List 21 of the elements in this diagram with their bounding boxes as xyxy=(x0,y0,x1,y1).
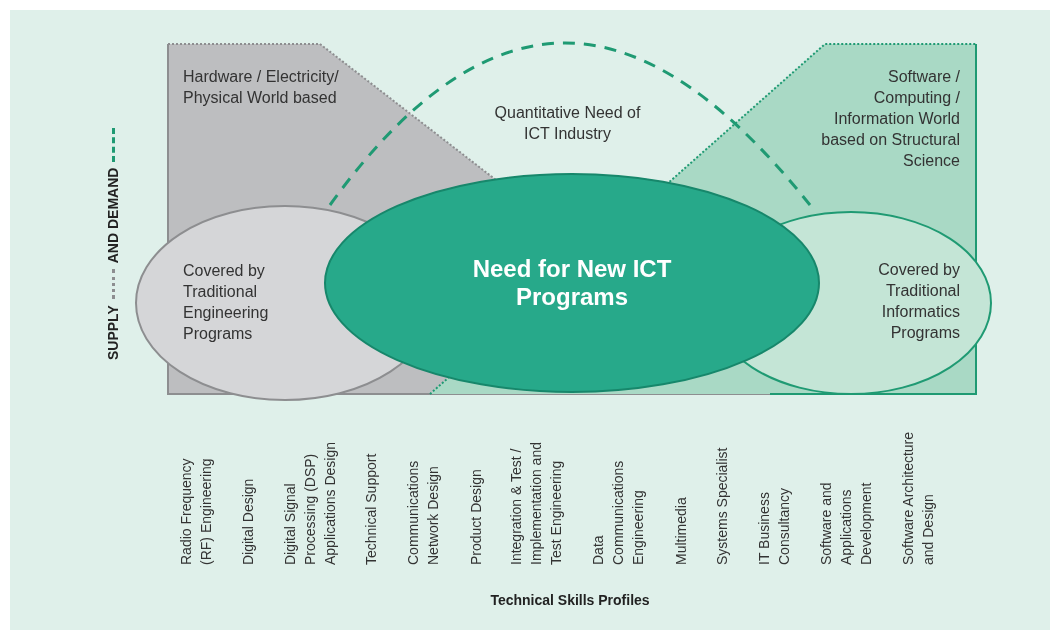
skill-profile-label: Software and Applications Development xyxy=(817,481,875,565)
skill-profile-label: Technical Support xyxy=(362,452,380,565)
skill-profile-label: Digital Signal Processing (DSP) Applications Design xyxy=(281,441,339,565)
skill-profile-label: Software Architecture and Design xyxy=(899,430,937,565)
skill-profile-label: IT Business Consultancy xyxy=(755,486,793,565)
skill-profile-label: Product Design xyxy=(467,468,485,565)
curve-label: Quantitative Need of ICT Industry xyxy=(493,103,642,144)
skill-profile-label: Communications Network Design xyxy=(404,459,442,565)
legend-label: SUPPLY xyxy=(105,305,121,360)
skill-profile-label: Digital Design xyxy=(239,477,257,565)
axis-title: Technical Skills Profiles xyxy=(489,592,651,608)
skill-profile-label: Systems Specialist xyxy=(713,446,731,565)
node-text: Covered by Traditional Informatics Programs xyxy=(877,260,960,343)
skill-profile-label: Integration & Test / Implementation and Test Engineering xyxy=(507,441,565,565)
skill-profile-label: Multimedia xyxy=(672,496,690,565)
node-text: Software / Computing / Information World based on Structural Science xyxy=(820,67,960,171)
node-text: Covered by Traditional Engineering Programs xyxy=(183,261,270,344)
ellipse-title: Need for New ICT Programs xyxy=(471,255,673,311)
legend-label: AND DEMAND xyxy=(105,167,121,264)
node-text: Hardware / Electricity/ Physical World based xyxy=(183,67,340,108)
skill-profile-label: Radio Frequency (RF) Engineering xyxy=(177,457,215,565)
